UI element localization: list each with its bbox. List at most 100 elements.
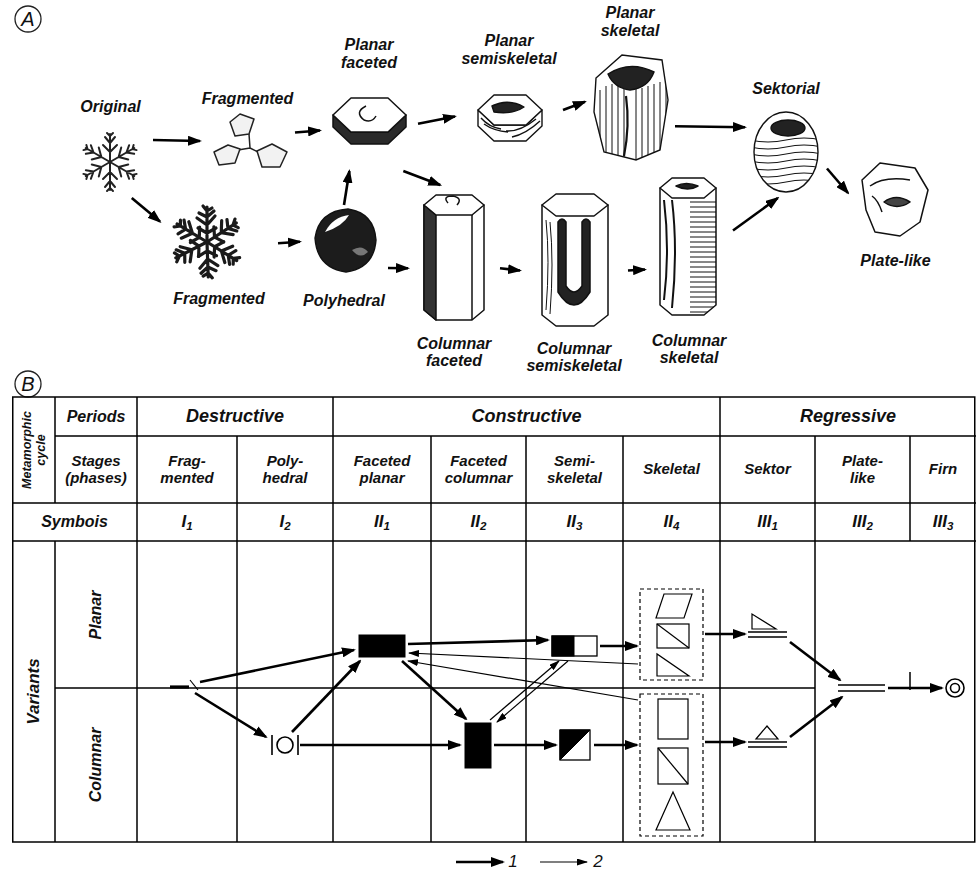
label-group: Polyhedral [300, 292, 388, 310]
legend-text: 2 [589, 852, 607, 871]
flow-arrow [733, 198, 778, 231]
drawing-part [465, 723, 491, 768]
columnar-skeletal-crystal [660, 178, 718, 315]
table-text: Variants [24, 592, 43, 792]
drawing-part [540, 861, 587, 862]
table-text: II1 [336, 512, 428, 531]
drawing-part [771, 120, 805, 136]
panel-letter-cell: A [14, 5, 42, 33]
drawing-part [494, 744, 556, 747]
planar-faceted-crystal [333, 98, 406, 144]
drawing-part [750, 138, 822, 184]
drawing-part [238, 134, 258, 152]
table-text-cell: III1 [720, 503, 815, 541]
crystal-node: Fragmented [200, 90, 295, 175]
table-text: Semi- skeletal [545, 453, 605, 487]
drawing-part [257, 144, 287, 167]
drawing-part [888, 687, 942, 690]
drawing-part [705, 741, 745, 744]
drawing-part [600, 645, 637, 648]
drawing-part [359, 635, 405, 657]
table-text: Frag- mented [154, 453, 220, 487]
drawing-part [408, 661, 638, 700]
drawing-part [214, 145, 240, 165]
table-text: Planar [87, 550, 105, 680]
table-text-cell: I1 [137, 503, 237, 541]
table-text: Destructive [140, 406, 330, 426]
drawing-part [560, 730, 590, 760]
crystal-node: Columnar skeletal [645, 172, 733, 367]
drawing-part [277, 737, 293, 753]
table-text-cell: Regressive [720, 397, 976, 436]
crystal-label: Original [68, 98, 153, 116]
drawing-part [951, 684, 960, 693]
drawing-part [200, 650, 354, 682]
crystal-label: Columnar semiskeletal [520, 340, 628, 375]
flow-arrow [675, 125, 745, 129]
table-text-cell: Metamorphic cycle [12, 397, 55, 503]
drawing-part [624, 96, 628, 156]
crystal-node: Fragmented [160, 200, 278, 308]
table-text-cell: Faceted columnar [431, 436, 526, 503]
table-text: Stages (phases) [59, 453, 133, 487]
planar-skeletal-crystal [594, 55, 668, 160]
table-text: Constructive [336, 406, 717, 426]
drawing-part [790, 697, 842, 737]
drawing-part [657, 624, 689, 648]
label-group: Fragmented [200, 90, 295, 108]
drawing-part [408, 640, 548, 644]
planar-semiskeletal-crystal [478, 95, 542, 141]
table-text: III2 [818, 512, 907, 531]
table-text-cell: II1 [333, 503, 431, 541]
polyhedral-crystal [315, 209, 376, 272]
table-text-cell: III3 [910, 503, 976, 541]
crystal-label: Planar faceted [320, 36, 418, 71]
flow-arrow [827, 169, 848, 194]
dendrite-crystal [171, 206, 243, 278]
flow-arrow [153, 140, 200, 141]
drawing-part [946, 679, 964, 697]
drawing-part [560, 730, 590, 760]
table-text-cell: I2 [237, 503, 333, 541]
panel-letter-cell: B [14, 370, 42, 398]
drawing-part [325, 215, 349, 232]
drawing-part [81, 156, 113, 183]
snowflake [81, 133, 138, 191]
drawing-part [300, 744, 460, 747]
drawing-part [424, 205, 436, 320]
table-text-cell: Planar [55, 541, 137, 688]
drawing-part [170, 685, 189, 688]
drawing-part [103, 133, 117, 162]
flow-arrow [278, 242, 300, 243]
table-text: II4 [626, 512, 717, 531]
thin-arrow [408, 653, 638, 862]
drawing-part [552, 636, 597, 656]
drawing-part [171, 234, 212, 267]
drawing-part [81, 141, 113, 168]
table-text: Metamorphic cycle [20, 401, 48, 499]
drawing-part [333, 98, 406, 132]
drawing-part [481, 118, 540, 137]
drawing-part [542, 205, 608, 326]
sektorial-crystal [750, 112, 822, 192]
drawing-part [546, 220, 552, 314]
table-text: III1 [723, 512, 812, 531]
label-group: Plate-like [848, 252, 943, 270]
table-text-cell: Columnar [55, 688, 137, 842]
drawing-part [456, 861, 503, 864]
table-text-cell: Variants [12, 541, 55, 842]
label-group: Fragmented [160, 290, 278, 308]
crystal-label: Planar skeletal [585, 4, 675, 39]
table-text: Faceted planar [347, 453, 417, 487]
crystal-node: Polyhedral [300, 205, 388, 310]
drawing-part [409, 653, 638, 664]
drawing-part [600, 82, 666, 160]
panel-letter: A [17, 8, 39, 30]
drawing-part [862, 163, 928, 236]
drawing-part [594, 55, 668, 160]
table-text: Plate- like [838, 453, 888, 487]
drawing-part [552, 636, 574, 656]
crystal-node: Plate-like [848, 160, 943, 270]
drawing-part [790, 642, 840, 680]
